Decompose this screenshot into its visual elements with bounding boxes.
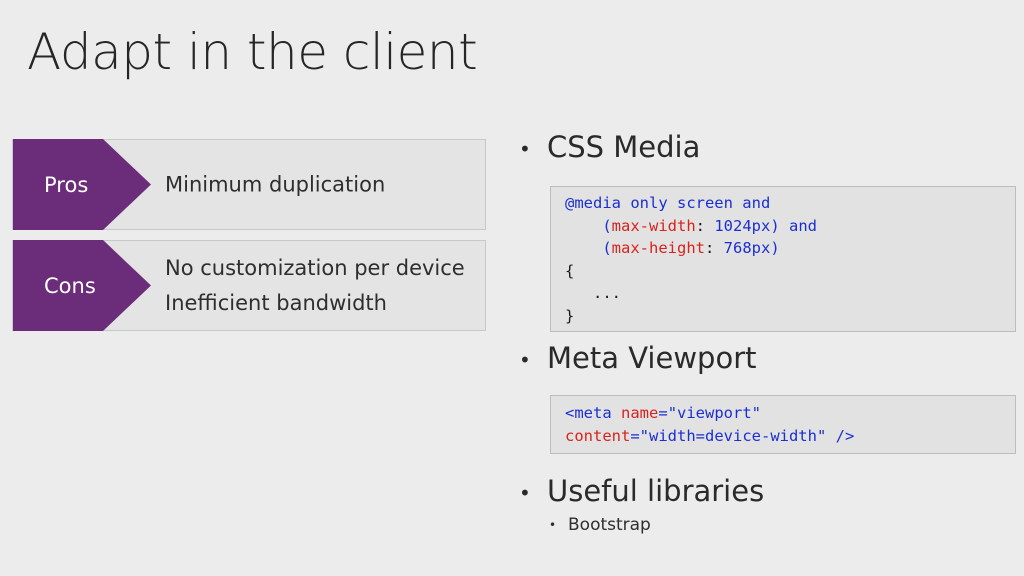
cons-line: No customization per device xyxy=(165,255,465,280)
cons-line: Inefficient bandwidth xyxy=(165,290,387,315)
bullet-dot-icon: • xyxy=(519,481,531,505)
pros-line: Minimum duplication xyxy=(165,172,386,196)
css-media-code-block: @media only screen and (max-width: 1024p… xyxy=(550,186,1016,332)
cons-label: Cons xyxy=(44,273,96,298)
bullet-dot-icon: • xyxy=(519,137,531,161)
sub-bullet-dot-icon: • xyxy=(549,518,557,532)
bullet-useful-libraries: •Useful libraries xyxy=(519,474,765,508)
pros-lines: Minimum duplication xyxy=(165,167,385,202)
meta-viewport-code-block: <meta name="viewport" content="width=dev… xyxy=(550,395,1016,454)
cons-box: Cons No customization per device Ineffic… xyxy=(12,240,486,331)
pros-tag: Pros xyxy=(13,139,151,230)
cons-tag: Cons xyxy=(13,240,151,331)
pros-box: Pros Minimum duplication xyxy=(12,139,486,230)
cons-lines: No customization per device Inefficient … xyxy=(165,251,465,321)
slide-title: Adapt in the client xyxy=(27,23,478,81)
library-item-bootstrap: •Bootstrap xyxy=(549,515,651,535)
pros-label: Pros xyxy=(44,172,89,197)
bullet-meta-viewport: •Meta Viewport xyxy=(519,341,757,375)
bullet-css-media: •CSS Media xyxy=(519,130,701,164)
bullet-dot-icon: • xyxy=(519,348,531,372)
